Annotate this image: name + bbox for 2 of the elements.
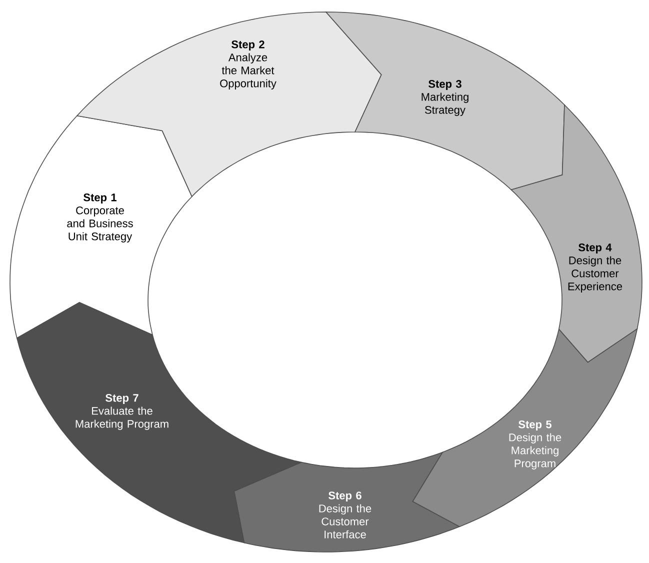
step-segment: Step 5 Design the Marketing Program bbox=[412, 328, 638, 528]
step-segment: Step 7 Evaluate the Marketing Program bbox=[16, 302, 303, 544]
